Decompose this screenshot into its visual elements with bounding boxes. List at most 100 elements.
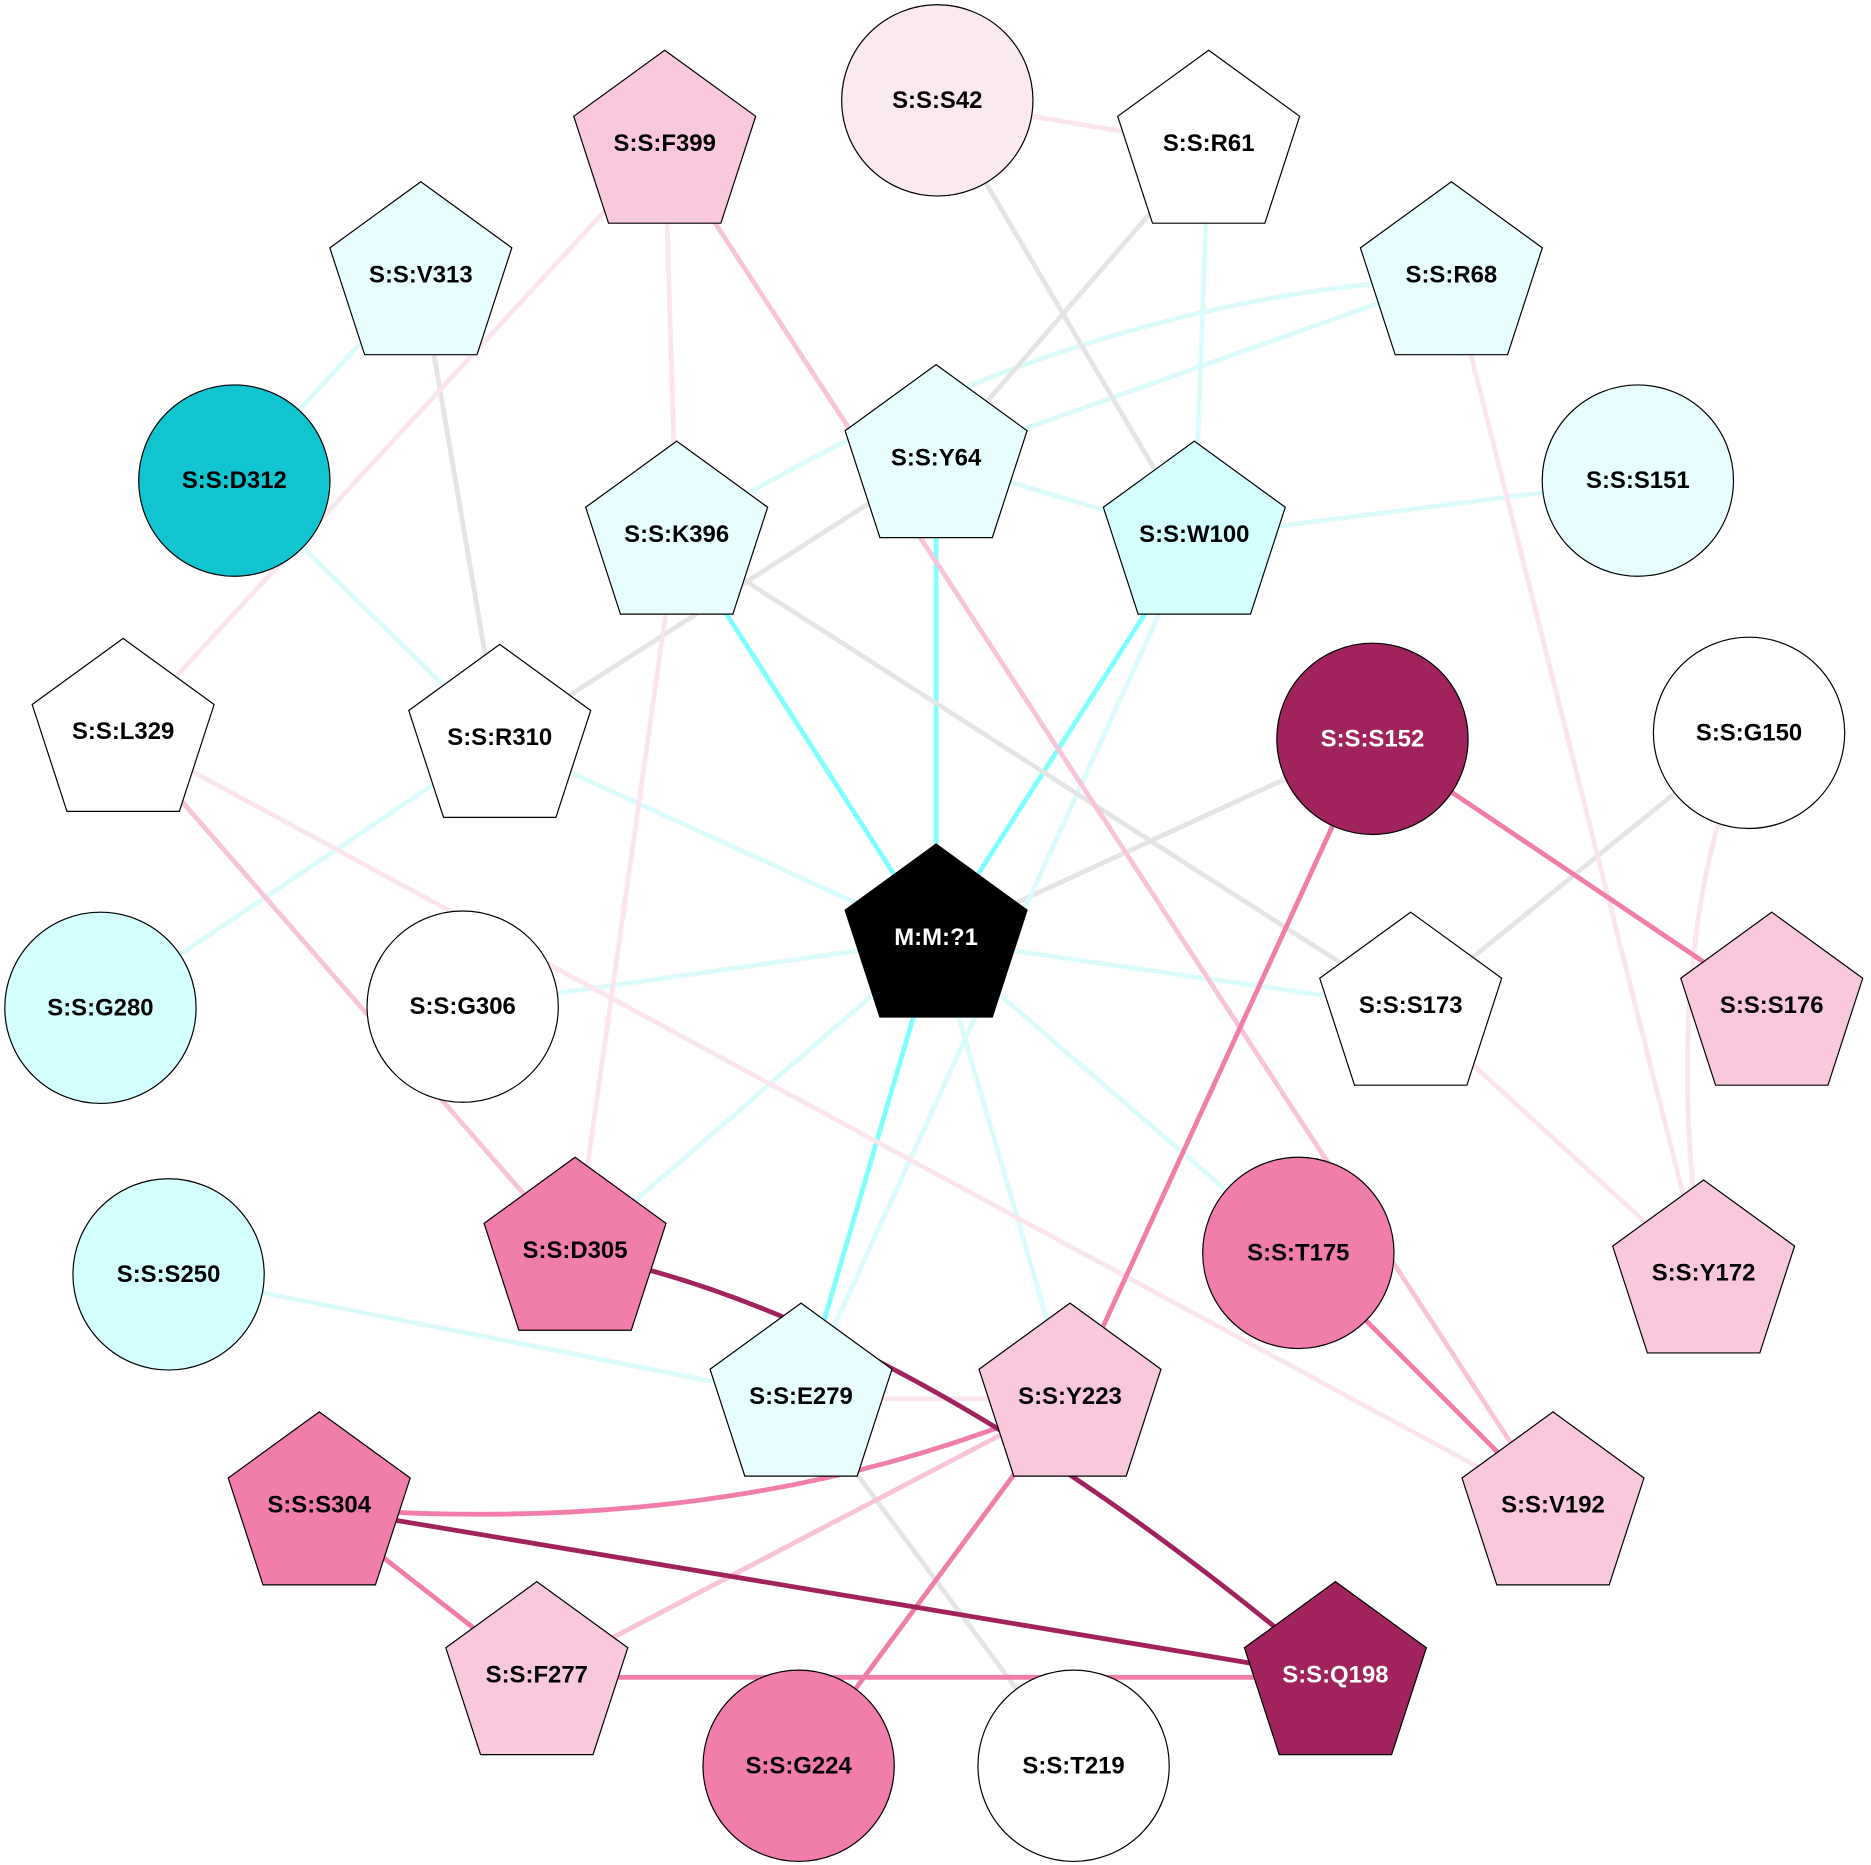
node-label: S:S:D312 [182, 467, 287, 494]
node-l329[interactable]: S:S:L329 [31, 637, 215, 812]
node-g150[interactable]: S:S:G150 [1652, 636, 1846, 830]
pentagon-node-shape [1680, 911, 1864, 1086]
node-label: S:S:G306 [410, 993, 516, 1020]
node-w100[interactable]: S:S:W100 [1102, 440, 1287, 615]
node-v313[interactable]: S:S:V313 [329, 180, 513, 356]
node-label: S:S:W100 [1139, 521, 1249, 548]
circle-node-shape [138, 384, 331, 577]
edge-s304-y223 [319, 1396, 1071, 1517]
node-y172[interactable]: S:S:Y172 [1611, 1179, 1796, 1354]
node-label: S:S:S152 [1321, 725, 1425, 752]
node-s173[interactable]: S:S:S173 [1319, 911, 1503, 1086]
edge-k396-s173 [675, 534, 1413, 1010]
node-f399[interactable]: S:S:F399 [573, 49, 757, 224]
node-label: S:S:Y223 [1018, 1383, 1122, 1410]
pentagon-node-shape [573, 49, 757, 224]
pentagon-node-shape [1359, 180, 1544, 356]
node-y223[interactable]: S:S:Y223 [978, 1302, 1162, 1477]
node-r68[interactable]: S:S:R68 [1359, 180, 1544, 356]
node-label: M:M:?1 [894, 924, 978, 951]
pentagon-node-shape [1116, 49, 1301, 224]
pentagon-node-shape [483, 1156, 667, 1331]
node-f277[interactable]: S:S:F277 [445, 1580, 629, 1756]
circle-node-shape [1202, 1156, 1395, 1350]
edge-f399-v192 [662, 144, 1555, 1509]
edge-s304-q198 [318, 1505, 1336, 1680]
circle-node-shape [977, 1669, 1170, 1863]
node-label: S:S:R68 [1406, 261, 1498, 288]
circle-node-shape [1652, 636, 1846, 830]
edge-y223-f277 [535, 1396, 1072, 1680]
node-s42[interactable]: S:S:S42 [841, 4, 1034, 197]
circle-node-shape [4, 911, 197, 1105]
circle-node-shape [366, 910, 559, 1103]
pentagon-node-shape [1243, 1580, 1428, 1756]
pentagon-node-shape [1611, 1179, 1796, 1354]
pentagon-node-shape [1461, 1411, 1645, 1586]
node-label: S:S:E279 [749, 1383, 853, 1410]
node-v192[interactable]: S:S:V192 [1461, 1411, 1645, 1586]
node-e279[interactable]: S:S:E279 [709, 1302, 893, 1477]
node-d305[interactable]: S:S:D305 [483, 1156, 667, 1331]
edge-l329-v192 [122, 731, 1555, 1510]
node-label: S:S:V192 [1501, 1492, 1605, 1519]
edge-f399-l329 [121, 144, 667, 736]
node-label: S:S:Y172 [1652, 1260, 1756, 1287]
pentagon-node-shape [31, 637, 215, 812]
circle-node-shape [72, 1178, 265, 1371]
node-r310[interactable]: S:S:R310 [408, 643, 592, 818]
pentagon-node-shape [844, 843, 1028, 1018]
edge-l329-d305 [121, 732, 577, 1255]
pentagon-node-shape [844, 363, 1028, 539]
node-label: S:S:L329 [72, 718, 174, 745]
edge-r68-k396 [675, 274, 1452, 539]
node-g224[interactable]: S:S:G224 [702, 1669, 895, 1863]
node-label: S:S:G224 [745, 1752, 852, 1779]
edge-r68-y172 [1449, 276, 1706, 1277]
node-s152[interactable]: S:S:S152 [1276, 642, 1469, 836]
circle-node-shape [1541, 384, 1735, 577]
edge-s250-e279 [168, 1272, 802, 1402]
pentagon-node-shape [584, 440, 769, 615]
node-label: S:S:D305 [523, 1237, 628, 1264]
pentagon-node-shape [978, 1302, 1162, 1477]
node-label: S:S:V313 [369, 261, 473, 288]
node-label: S:S:T219 [1022, 1752, 1124, 1779]
node-label: S:S:G280 [47, 994, 153, 1021]
node-label: S:S:Q198 [1282, 1661, 1388, 1688]
node-s304[interactable]: S:S:S304 [227, 1411, 411, 1586]
node-k396[interactable]: S:S:K396 [584, 440, 769, 615]
node-g280[interactable]: S:S:G280 [4, 911, 197, 1105]
node-label: S:S:R310 [447, 724, 552, 751]
node-label: S:S:S250 [117, 1261, 221, 1288]
node-label: S:S:F277 [486, 1661, 588, 1688]
node-label: S:S:S42 [892, 87, 982, 114]
circle-node-shape [1276, 642, 1469, 836]
node-m1[interactable]: M:M:?1 [844, 843, 1028, 1018]
pentagon-node-shape [709, 1302, 893, 1477]
circle-node-shape [702, 1669, 895, 1863]
edge-d305-q198 [574, 1250, 1337, 1680]
node-label: S:S:R61 [1163, 130, 1255, 157]
node-label: S:S:S151 [1586, 467, 1690, 494]
node-q198[interactable]: S:S:Q198 [1243, 1580, 1428, 1756]
pentagon-node-shape [1102, 440, 1287, 615]
circle-node-shape [841, 4, 1034, 197]
node-y64[interactable]: S:S:Y64 [844, 363, 1028, 539]
node-r61[interactable]: S:S:R61 [1116, 49, 1301, 224]
node-label: S:S:T175 [1247, 1239, 1349, 1266]
node-g306[interactable]: S:S:G306 [366, 910, 559, 1103]
node-label: S:S:S176 [1720, 992, 1824, 1019]
node-label: S:S:S304 [267, 1492, 371, 1519]
node-t175[interactable]: S:S:T175 [1202, 1156, 1395, 1350]
node-s176[interactable]: S:S:S176 [1680, 911, 1864, 1086]
node-d312[interactable]: S:S:D312 [138, 384, 331, 577]
node-label: S:S:K396 [624, 521, 729, 548]
pentagon-node-shape [1319, 911, 1503, 1086]
node-label: S:S:S173 [1359, 992, 1463, 1019]
node-t219[interactable]: S:S:T219 [977, 1669, 1170, 1863]
node-s250[interactable]: S:S:S250 [72, 1178, 265, 1371]
node-s151[interactable]: S:S:S151 [1541, 384, 1735, 577]
